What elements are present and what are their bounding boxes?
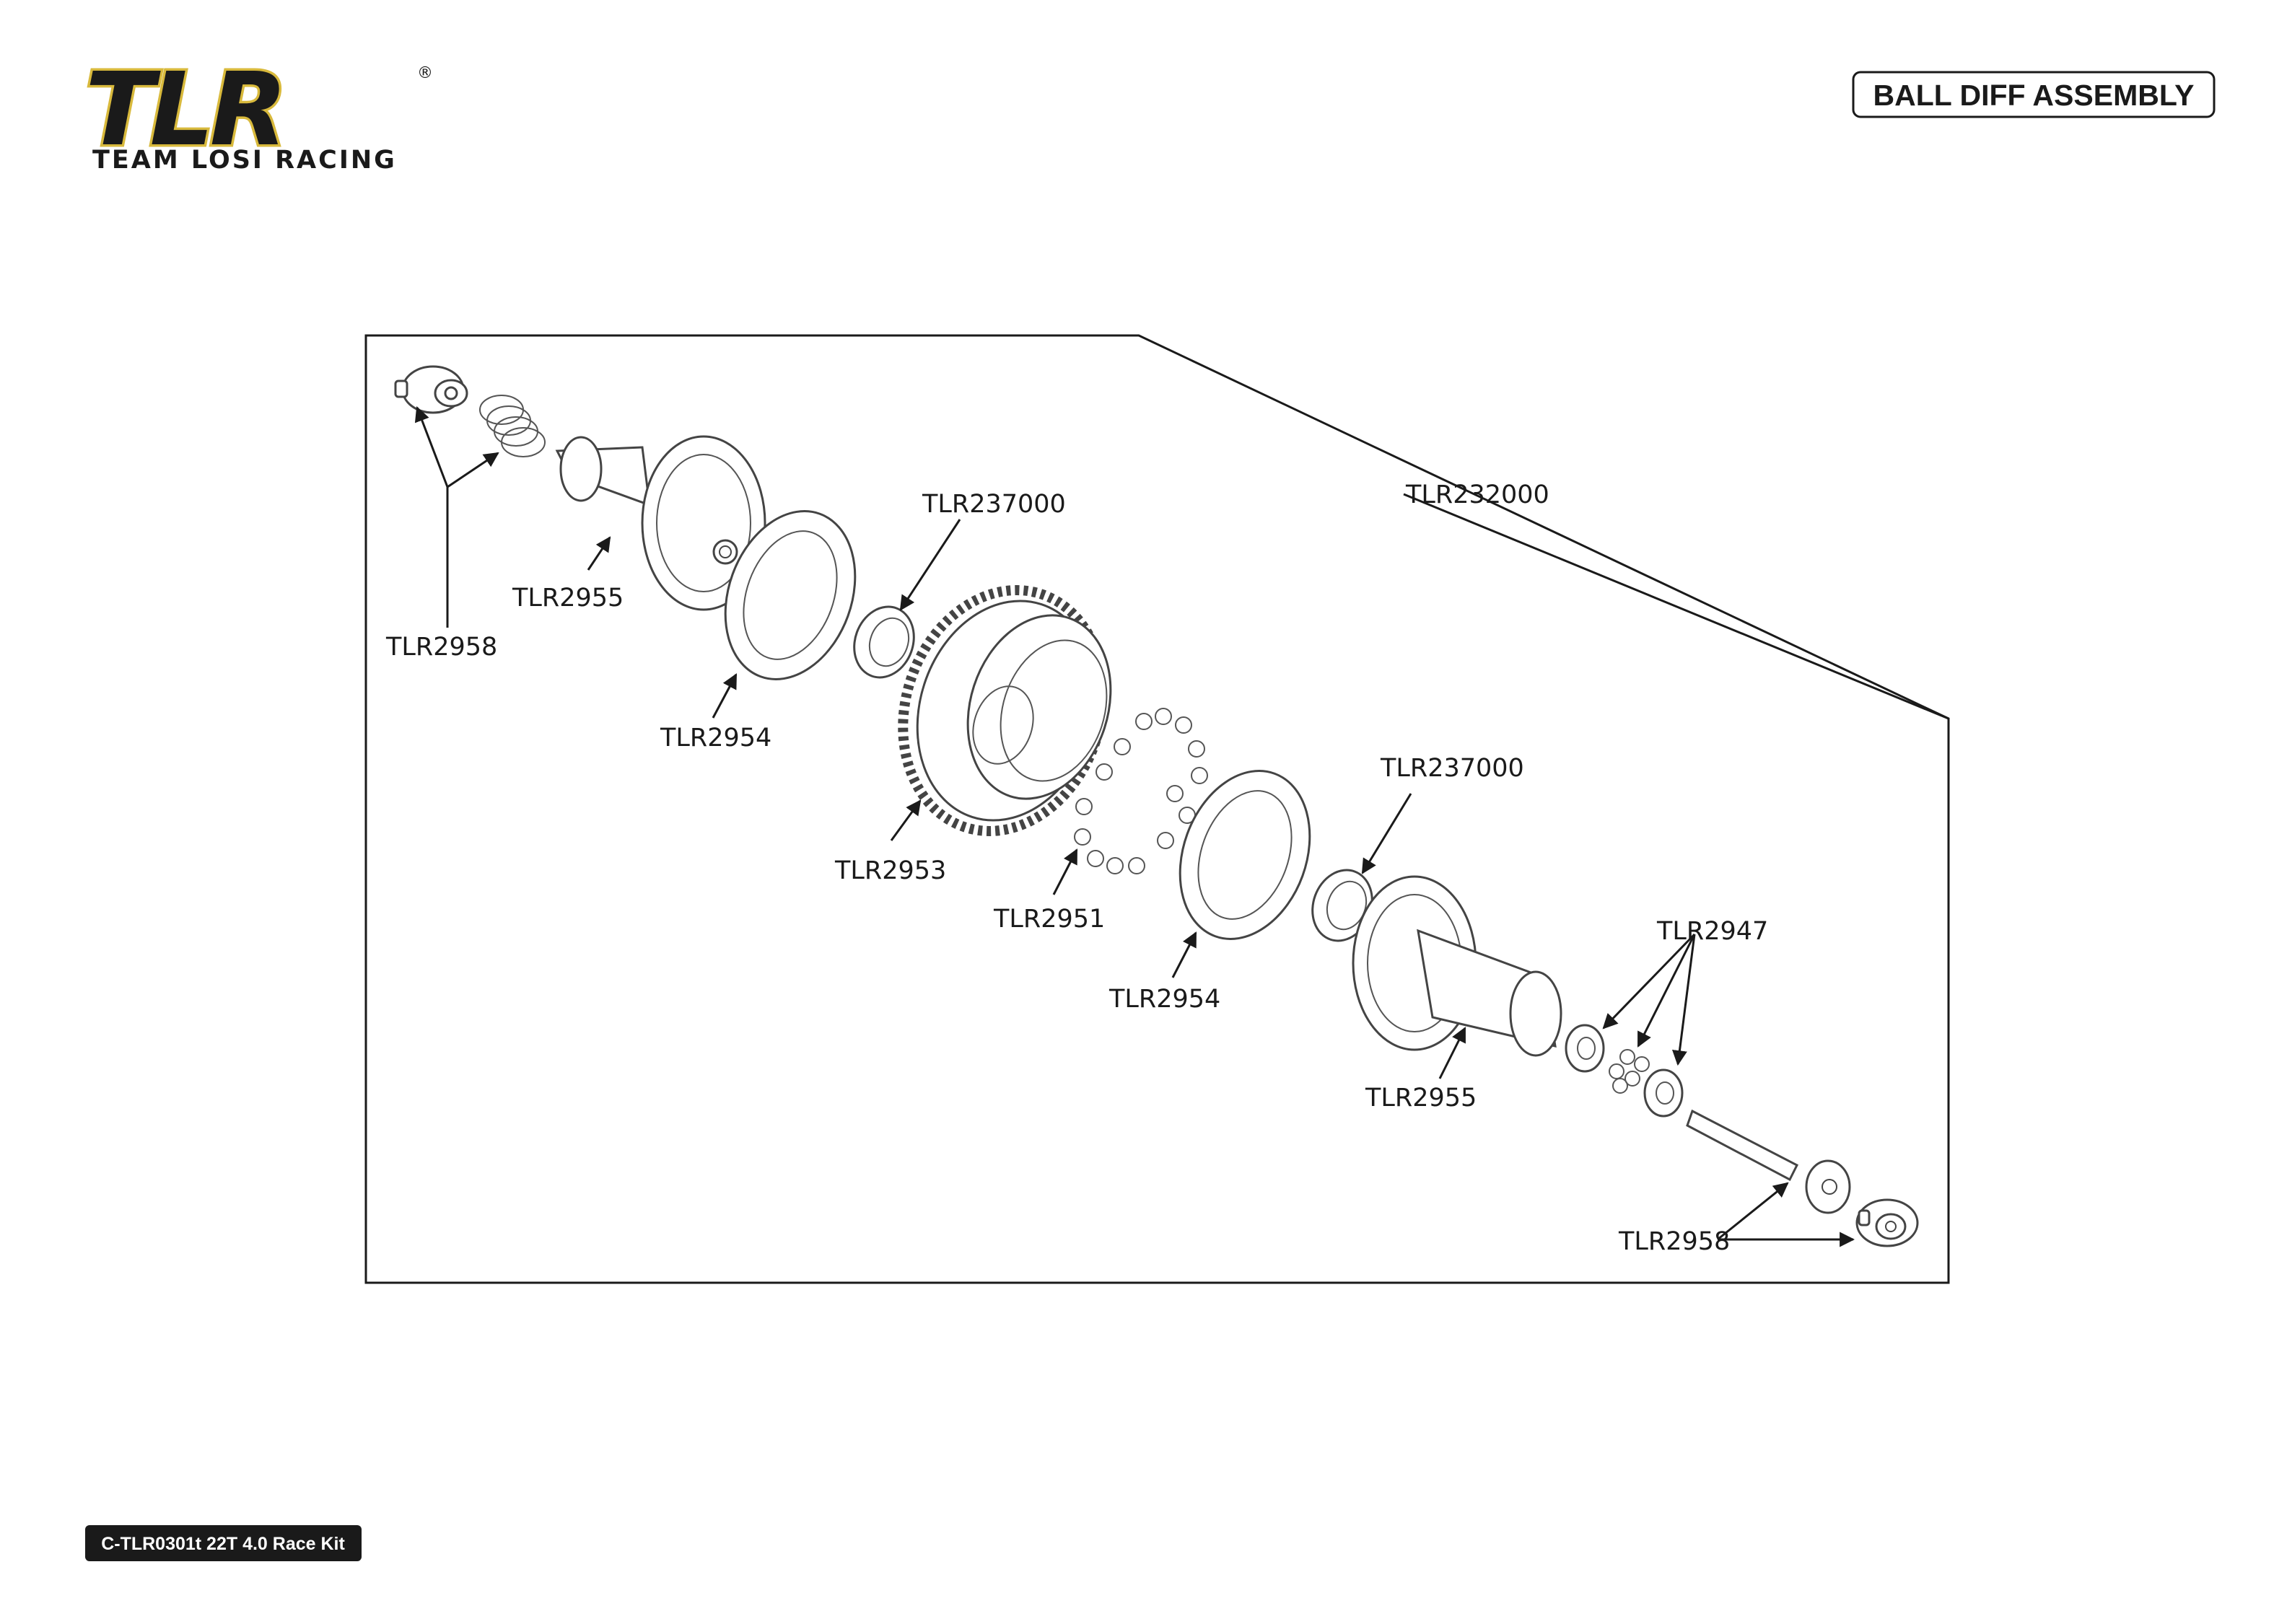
label-tlr2951: TLR2951 [993,905,1105,934]
logo-subtitle: TEAM LOSI RACING [92,146,397,175]
diff-ring-top [724,510,857,680]
diff-screw [1686,1109,1851,1214]
label-tlr2958-bottom: TLR2958 [1618,1227,1730,1256]
label-tlr2955-bottom: TLR2955 [1365,1084,1477,1112]
assembly-frame [364,334,1950,1284]
outdrive-nut-bottom [1855,1198,1919,1247]
label-tlr237000-top: TLR237000 [922,490,1066,519]
section-title-box: BALL DIFF ASSEMBLY [1852,71,2216,118]
outdrive-top [555,435,766,611]
thrust-balls [1609,1049,1650,1094]
spur-gear [898,585,1112,836]
bearing-top [853,605,915,679]
outdrive-bottom [1352,875,1562,1057]
leader-lines [414,406,1949,1247]
label-tlr2954-top: TLR2954 [660,724,771,752]
logo-mark: TLR [85,51,284,169]
diff-ring-bottom [1178,770,1311,940]
label-tlr2953: TLR2953 [834,856,946,885]
tlr-logo: TLR ® TEAM LOSI RACING [83,49,434,175]
footer-kit-badge: C-TLR0301t 22T 4.0 Race Kit [85,1525,362,1561]
section-title: BALL DIFF ASSEMBLY [1873,79,2195,112]
label-tlr232000: TLR232000 [1405,480,1549,509]
diff-spring [479,395,546,457]
label-tlr2947: TLR2947 [1656,917,1768,946]
part-labels: TLR2958 TLR2955 TLR2954 TLR237000 TLR232… [385,480,1768,1256]
label-tlr2958-top: TLR2958 [385,633,497,662]
thrust-washer-a [1565,1024,1605,1073]
outdrive-nut-top [394,365,468,414]
thrust-washer-b [1643,1068,1684,1118]
label-tlr2955-top: TLR2955 [512,584,624,613]
kit-label: C-TLR0301t 22T 4.0 Race Kit [101,1534,345,1554]
label-tlr2954-bottom: TLR2954 [1108,985,1220,1014]
registered-mark: ® [417,64,433,82]
diff-balls [1074,708,1208,874]
label-tlr237000-bottom: TLR237000 [1380,754,1524,783]
